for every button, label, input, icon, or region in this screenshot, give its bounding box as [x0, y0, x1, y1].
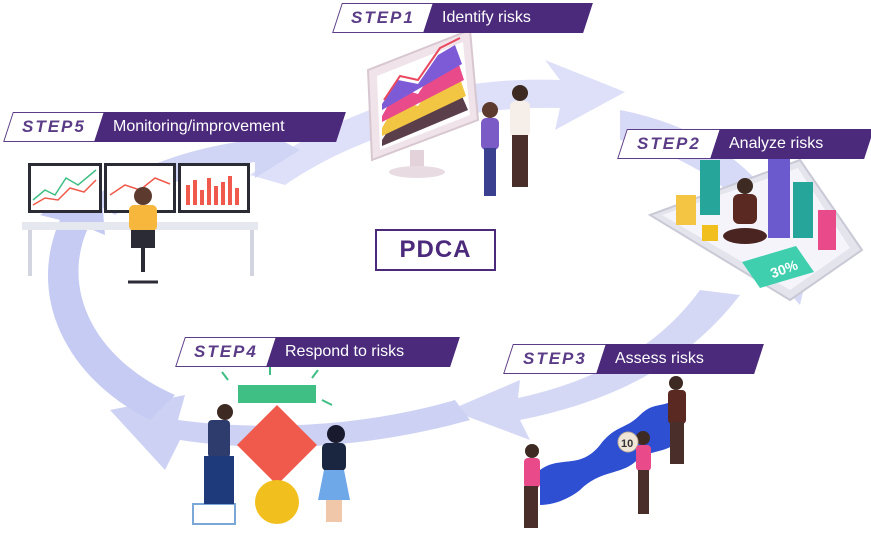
red-diamond [237, 405, 317, 485]
arrow-left [40, 175, 175, 420]
badge-bg [742, 246, 814, 288]
step5-label: Monitoring/improvement [94, 112, 346, 142]
man-right-body [668, 390, 686, 424]
woman-sign-head [636, 431, 650, 445]
number-sign [617, 431, 639, 453]
woman-sign-body [636, 445, 651, 471]
bar-yellow-small [702, 225, 718, 241]
man-lift-legs [204, 456, 234, 504]
man-left-body [524, 458, 540, 488]
step2-number: STEP2 [617, 129, 721, 159]
man-left-legs [524, 486, 538, 528]
desk-leg-left [28, 230, 32, 276]
analyst-legs [723, 228, 767, 244]
man-right-legs [670, 422, 684, 464]
step5-number: STEP5 [3, 112, 105, 142]
step3-tag: STEP3 Assess risks [503, 344, 764, 374]
bar-yellow [676, 195, 696, 225]
step4-number: STEP4 [175, 337, 277, 367]
analyst-head [737, 178, 753, 194]
woman-push-legs [326, 500, 342, 522]
step5-tag: STEP5 Monitoring/improvement [3, 112, 346, 142]
arrow-bottom-right [450, 290, 740, 440]
monitoring-illustration [22, 163, 258, 284]
step1-number: STEP1 [332, 3, 434, 33]
step2-tag: STEP2 Analyze risks [617, 129, 871, 159]
pdca-center-label: PDCA [375, 229, 496, 271]
bar-teal-2 [793, 182, 813, 238]
yellow-circle [255, 480, 299, 524]
chair-stem [141, 248, 145, 272]
woman-body [481, 118, 499, 150]
analyst-body [733, 194, 757, 224]
bar-pink [818, 210, 836, 250]
step3-label: Assess risks [596, 344, 764, 374]
respond-risks-illustration [192, 366, 350, 525]
woman-legs [484, 148, 496, 196]
step4-label: Respond to risks [266, 337, 460, 367]
chart-line [383, 37, 461, 101]
sign-number: 10 [621, 438, 633, 450]
line-left-1 [32, 169, 97, 201]
step3-number: STEP3 [503, 344, 607, 374]
analyze-risks-illustration: 30% [647, 158, 864, 302]
man-lift-body [208, 420, 230, 458]
woman-sign-legs [638, 470, 649, 514]
step4-tag: STEP4 Respond to risks [175, 337, 460, 367]
man-legs [512, 135, 528, 187]
assess-risks-illustration: 10 [524, 376, 686, 528]
bar-purple [768, 158, 790, 238]
identify-risks-illustration [366, 28, 530, 196]
man-head [512, 85, 528, 101]
step1-label: Identify risks [423, 3, 593, 33]
woman-head [482, 102, 498, 118]
man-left-head [525, 444, 539, 458]
worker-body [129, 205, 157, 231]
woman-push-body [322, 443, 346, 471]
line-left-2 [32, 179, 97, 206]
step2-label: Analyze risks [710, 129, 871, 159]
man-body [510, 101, 530, 137]
chair-back [131, 230, 155, 248]
step-stool [192, 503, 236, 525]
risk-wave [540, 395, 680, 505]
green-bar [238, 385, 316, 403]
desk-leg-right [250, 230, 254, 276]
man-right-head [669, 376, 683, 390]
woman-push-skirt [318, 470, 350, 500]
bars-right [186, 176, 239, 205]
step1-tag: STEP1 Identify risks [332, 3, 593, 33]
bar-teal [700, 160, 720, 215]
worker-head [134, 187, 152, 205]
woman-push-head [327, 425, 345, 443]
sparkle-lines [221, 366, 333, 406]
chart-layer-4 [382, 45, 462, 110]
monitor-base [389, 166, 445, 178]
man-lift-head [217, 404, 233, 420]
arrow-top [250, 60, 625, 185]
